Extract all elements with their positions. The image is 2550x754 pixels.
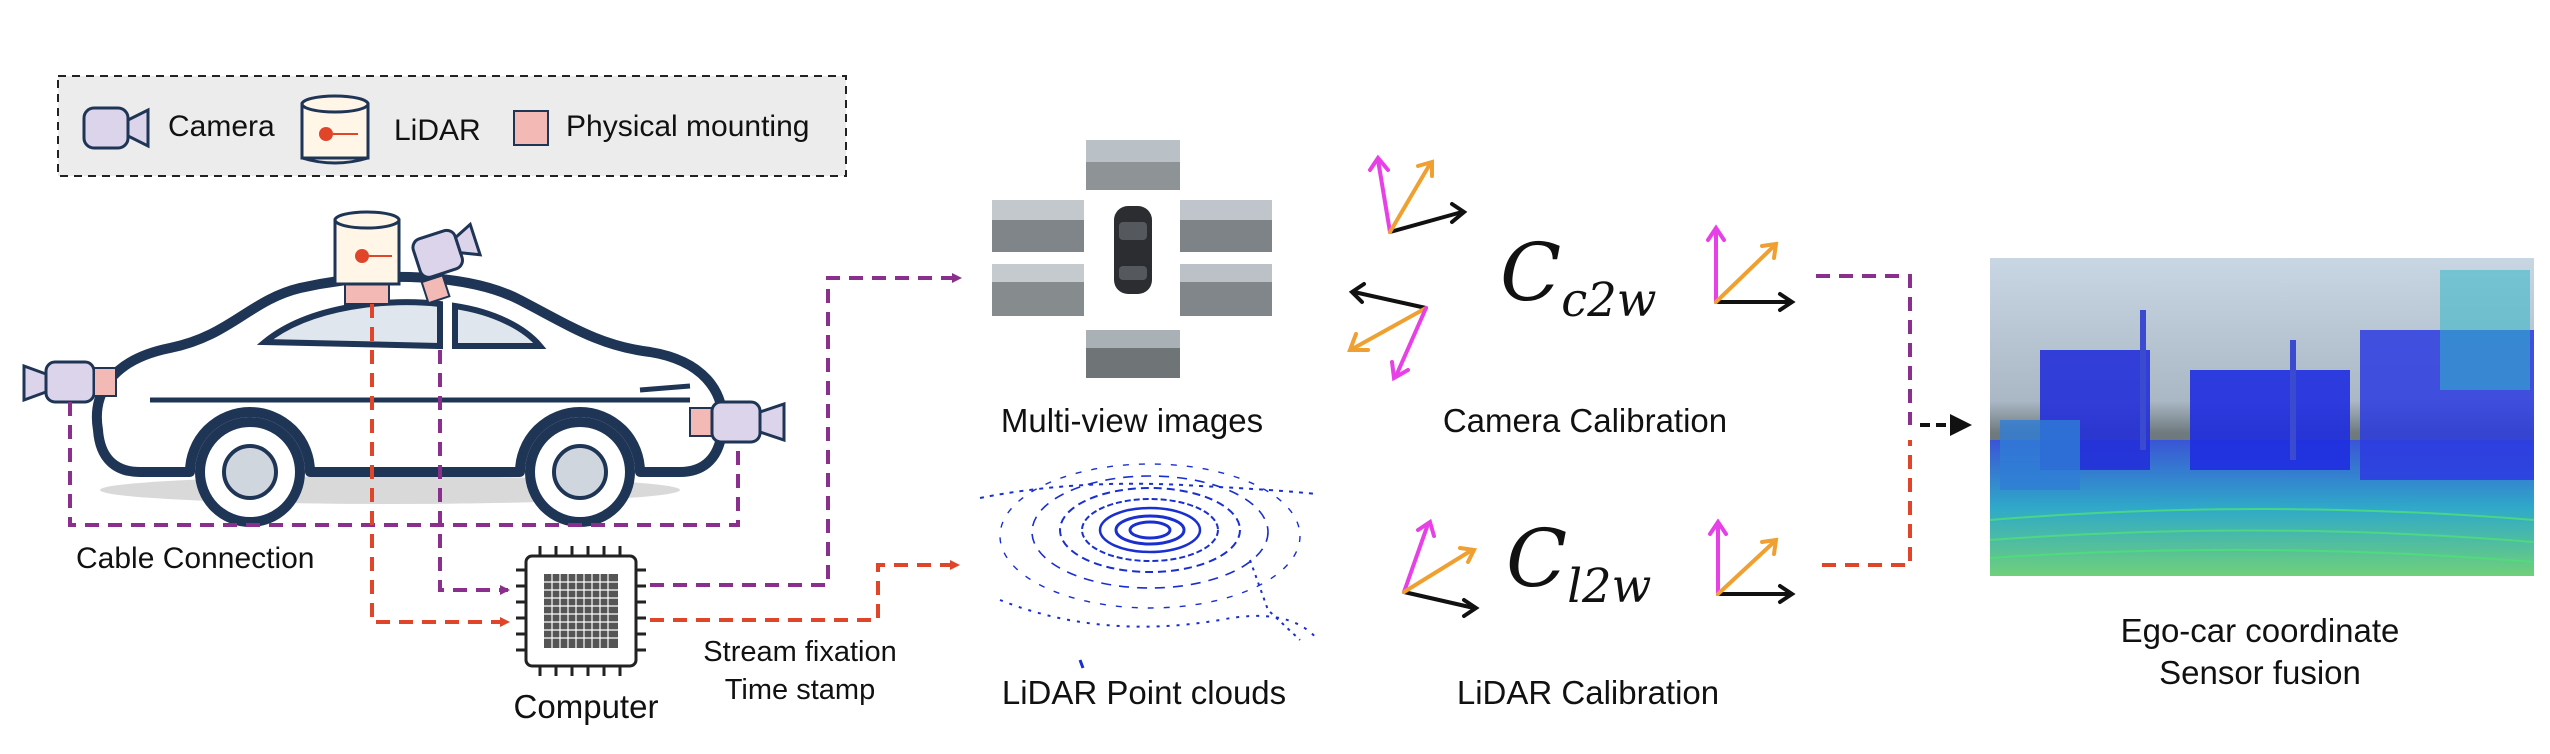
lidar-point-clouds-label: LiDAR Point clouds	[1001, 674, 1287, 711]
camera-to-world-symbol: Cc2w	[1500, 226, 1656, 327]
lidar-to-world-symbol: Cl2w	[1506, 512, 1651, 613]
lidar-calibration-label: LiDAR Calibration	[1456, 674, 1720, 711]
roof-lidar	[333, 210, 401, 305]
mounting-legend-icon	[513, 110, 549, 146]
front-camera	[689, 400, 786, 444]
fusion-arrow	[1920, 414, 1972, 436]
legend-lidar-label: LiDAR	[394, 114, 481, 147]
computer-chip-icon	[516, 546, 646, 676]
camera-calibration-axes	[1347, 154, 1796, 382]
l2w-subscript: l2w	[1567, 559, 1652, 614]
camera-to-computer-line	[438, 350, 510, 595]
camera-calibration-label: Camera Calibration	[1442, 402, 1728, 439]
legend-box	[57, 75, 847, 177]
computer-label: Computer	[513, 688, 659, 725]
lidar-point-cloud	[979, 463, 1319, 669]
roof-camera	[411, 221, 483, 305]
multi-view-images	[992, 140, 1272, 378]
lidar-legend-icon	[300, 94, 370, 165]
multi-view-images-label: Multi-view images	[1000, 402, 1264, 439]
cable-connection-line	[68, 402, 740, 527]
camera-legend-icon	[82, 106, 150, 150]
sensor-fusion-label: Sensor fusion	[2159, 654, 2361, 691]
camera-to-fusion-line	[1816, 274, 1912, 425]
c2w-subscript: c2w	[1561, 273, 1657, 328]
lidar-to-fusion-line	[1822, 440, 1912, 567]
time-stamp-label: Time stamp	[724, 674, 876, 706]
computer-to-images-line	[650, 273, 962, 587]
legend-camera-label: Camera	[168, 110, 275, 143]
lidar-axis-icon-2	[1708, 518, 1796, 604]
lidar-calibration-axes	[1402, 518, 1796, 618]
car-icon	[92, 272, 728, 527]
stream-fixation-label: Stream fixation	[703, 636, 897, 668]
sensor-fusion-image	[1989, 258, 2535, 576]
lidar-axis-icon-1	[1402, 518, 1480, 618]
lidar-to-computer-line	[370, 304, 510, 627]
top-view-car-icon	[1114, 206, 1152, 294]
c2w-base: C	[1500, 226, 1562, 319]
cable-connection-label: Cable Connection	[76, 542, 315, 575]
camera-axis-icon-2	[1347, 282, 1428, 382]
camera-axis-icon-1	[1368, 154, 1468, 234]
rear-camera	[22, 360, 117, 404]
l2w-base: C	[1506, 512, 1568, 605]
camera-axis-icon-3	[1706, 224, 1796, 312]
ego-car-coordinate-label: Ego-car coordinate	[2120, 612, 2400, 649]
legend	[57, 75, 847, 177]
computer-to-lidar-line	[650, 560, 960, 622]
legend-mounting-label: Physical mounting	[566, 110, 810, 143]
